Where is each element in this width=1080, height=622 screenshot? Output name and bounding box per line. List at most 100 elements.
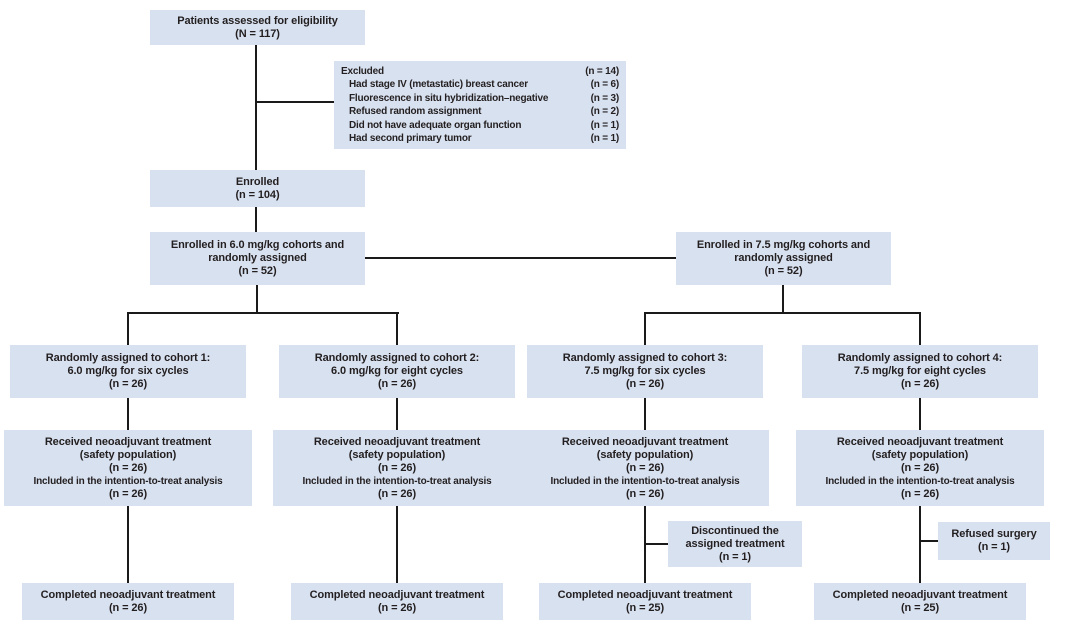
box-count: (n = 26) [625, 487, 665, 500]
connector-to-cohort4 [919, 312, 921, 345]
box-count: (n = 26) [377, 378, 417, 390]
box-text: Completed neoadjuvant treatment [309, 588, 485, 601]
excluded-row: Fluorescence in situ hybridization–negat… [341, 92, 619, 106]
box-count: (n = 25) [900, 601, 940, 614]
box-text: 6.0 mg/kg for eight cycles [331, 365, 463, 377]
box-text: (safety population) [79, 448, 177, 461]
connector-eligibility-to-enrolled [255, 45, 257, 170]
box-cohort-3: Randomly assigned to cohort 3: 7.5 mg/kg… [527, 345, 763, 398]
box-cohort-1: Randomly assigned to cohort 1: 6.0 mg/kg… [10, 345, 246, 398]
box-text: 7.5 mg/kg for six cycles [584, 365, 706, 377]
connector-cohort1-to-received1 [127, 398, 129, 430]
box-count: (n = 26) [625, 378, 665, 390]
excluded-row: Had second primary tumor (n = 1) [341, 132, 619, 146]
box-count: (n = 52) [238, 265, 277, 277]
box-count: (n = 1) [719, 550, 751, 563]
box-text: 6.0 mg/kg for six cycles [67, 365, 189, 377]
box-count: (n = 26) [108, 487, 148, 500]
box-text: Completed neoadjuvant treatment [832, 588, 1008, 601]
box-received-treatment-1: Received neoadjuvant treatment (safety p… [4, 430, 252, 506]
excluded-label: Had second primary tumor [349, 133, 472, 144]
connector-received4-to-completed4 [919, 506, 921, 583]
box-count: (n = 26) [377, 601, 417, 614]
excluded-row: Had stage IV (metastatic) breast cancer … [341, 78, 619, 92]
box-text: Completed neoadjuvant treatment [40, 588, 216, 601]
box-text: Included in the intention-to-treat analy… [33, 475, 223, 487]
box-text: Randomly assigned to cohort 4: [837, 352, 1003, 364]
box-text: Received neoadjuvant treatment [561, 435, 729, 448]
box-text: assigned treatment [685, 537, 785, 550]
box-text: Randomly assigned to cohort 3: [562, 352, 728, 364]
connector-enrolled-to-arm60 [255, 207, 257, 232]
box-patients-assessed: Patients assessed for eligibility (N = 1… [150, 10, 365, 45]
connector-cohort3-to-received3 [644, 398, 646, 430]
box-count: (n = 26) [900, 378, 940, 390]
connector-received2-to-completed2 [396, 506, 398, 583]
box-text: Received neoadjuvant treatment [836, 435, 1004, 448]
box-text: 7.5 mg/kg for eight cycles [854, 365, 986, 377]
box-text: Patients assessed for eligibility [177, 14, 338, 27]
box-text: Randomly assigned to cohort 1: [45, 352, 211, 364]
connector-received1-to-completed1 [127, 506, 129, 583]
excluded-count: (n = 1) [590, 119, 620, 131]
connector-to-cohort2 [396, 312, 398, 345]
box-arm-6-0-mgkg: Enrolled in 6.0 mg/kg cohorts and random… [150, 232, 365, 285]
connector-cohort2-to-received2 [396, 398, 398, 430]
box-count: (n = 104) [235, 188, 280, 201]
box-count: (n = 26) [108, 601, 148, 614]
box-text: Refused surgery [951, 528, 1037, 540]
excluded-label: Refused random assignment [349, 106, 482, 117]
box-text: Discontinued the [691, 524, 779, 537]
box-count: (n = 26) [900, 487, 940, 500]
box-count: (n = 26) [625, 461, 665, 474]
box-text: Received neoadjuvant treatment [44, 435, 212, 448]
box-text: Randomly assigned to cohort 2: [314, 352, 480, 364]
connector-arm75-split [644, 312, 921, 314]
box-text: Included in the intention-to-treat analy… [550, 475, 740, 487]
box-completed-treatment-1: Completed neoadjuvant treatment (n = 26) [22, 583, 234, 620]
box-text: Completed neoadjuvant treatment [557, 588, 733, 601]
connector-cohort4-to-received4 [919, 398, 921, 430]
connector-to-cohort1 [127, 312, 129, 345]
excluded-row: Refused random assignment (n = 2) [341, 105, 619, 119]
box-text: Included in the intention-to-treat analy… [825, 475, 1015, 487]
connector-to-excluded [256, 101, 334, 103]
box-text: Included in the intention-to-treat analy… [302, 475, 492, 487]
box-completed-treatment-4: Completed neoadjuvant treatment (n = 25) [814, 583, 1026, 620]
box-count: (n = 26) [108, 461, 148, 474]
box-received-treatment-2: Received neoadjuvant treatment (safety p… [273, 430, 521, 506]
box-text: (safety population) [596, 448, 694, 461]
connector-arm60-to-arm75 [365, 257, 676, 259]
box-count: (n = 26) [108, 378, 148, 390]
excluded-label: Had stage IV (metastatic) breast cancer [349, 79, 528, 90]
box-text: Enrolled in 7.5 mg/kg cohorts and [696, 239, 871, 251]
box-count: (n = 26) [377, 461, 417, 474]
box-count: (n = 26) [377, 487, 417, 500]
box-text: Enrolled [235, 175, 280, 188]
box-cohort-2: Randomly assigned to cohort 2: 6.0 mg/kg… [279, 345, 515, 398]
connector-to-discontinued [645, 543, 668, 545]
excluded-count: (n = 14) [585, 65, 619, 77]
excluded-row: Did not have adequate organ function (n … [341, 119, 619, 133]
excluded-label: Fluorescence in situ hybridization–negat… [349, 92, 549, 104]
excluded-label: Did not have adequate organ function [349, 119, 522, 131]
excluded-count: (n = 6) [590, 79, 620, 90]
box-count: (N = 117) [235, 27, 280, 40]
box-text: randomly assigned [734, 252, 833, 264]
box-arm-7-5-mgkg: Enrolled in 7.5 mg/kg cohorts and random… [676, 232, 891, 285]
box-count: (n = 52) [764, 265, 803, 277]
box-cohort-4: Randomly assigned to cohort 4: 7.5 mg/kg… [802, 345, 1038, 398]
box-count: (n = 1) [978, 541, 1010, 553]
box-count: (n = 26) [900, 461, 940, 474]
connector-arm60-down [256, 285, 258, 314]
box-received-treatment-4: Received neoadjuvant treatment (safety p… [796, 430, 1044, 506]
excluded-label: Excluded [341, 65, 384, 77]
box-refused-surgery: Refused surgery (n = 1) [938, 522, 1050, 560]
box-count: (n = 25) [625, 601, 665, 614]
box-text: Received neoadjuvant treatment [313, 435, 481, 448]
connector-to-refused-surgery [920, 540, 938, 542]
box-received-treatment-3: Received neoadjuvant treatment (safety p… [521, 430, 769, 506]
excluded-row: Excluded (n = 14) [341, 65, 619, 79]
box-completed-treatment-3: Completed neoadjuvant treatment (n = 25) [539, 583, 751, 620]
